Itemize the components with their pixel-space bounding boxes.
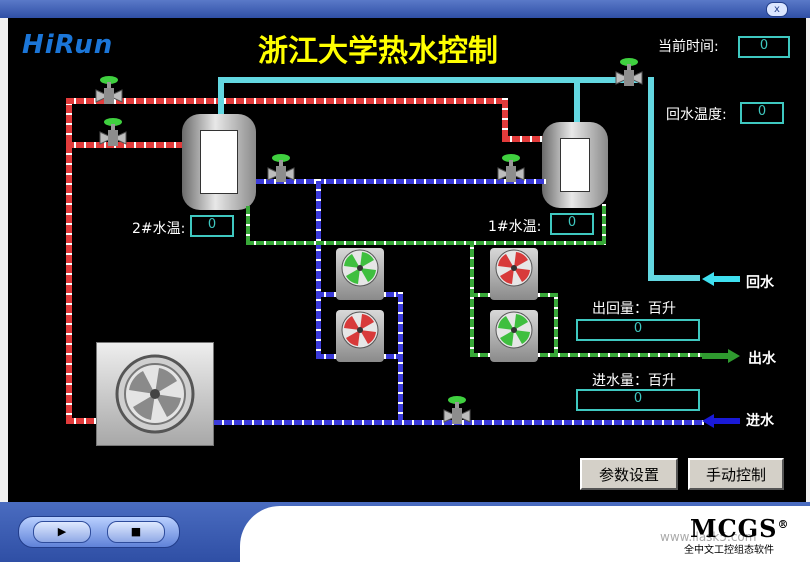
- outlet-pipe-tank2: [246, 206, 250, 244]
- manual-control-button[interactable]: 手动控制: [688, 458, 784, 490]
- tank1-temp-value: 0: [550, 213, 594, 235]
- hot-pipe-top: [66, 98, 506, 104]
- hot-pipe-tank1-inlet: [502, 136, 544, 142]
- play-button[interactable]: ▶: [33, 521, 91, 543]
- return-water-label: 回水: [746, 275, 774, 291]
- outlet-pipe-left: [470, 241, 474, 357]
- pump-bottom-right[interactable]: [490, 310, 538, 362]
- cold-pipe-tanks: [256, 179, 546, 184]
- hot-pipe-tank2-inlet: [66, 142, 184, 148]
- title-bar: x: [0, 0, 810, 18]
- stop-button[interactable]: ■: [107, 521, 165, 543]
- page-title: 浙江大学热水控制: [258, 34, 498, 69]
- outlet-arrow-icon: [702, 349, 740, 363]
- return-pipe-top: [218, 77, 638, 83]
- inlet-water-label: 进水: [746, 413, 774, 429]
- return-arrow-icon: [702, 272, 740, 286]
- outlet-water-label: 出水: [748, 351, 776, 367]
- hirun-logo: HiRun: [22, 30, 114, 60]
- return-pipe-right: [648, 77, 654, 281]
- tank-1-window: [560, 138, 590, 192]
- tank1-temp-label: 1#水温:: [488, 219, 542, 235]
- params-button[interactable]: 参数设置: [580, 458, 678, 490]
- inlet-flow-label: 进水量：百升: [592, 373, 676, 389]
- return-pipe-tank1: [574, 77, 580, 125]
- tank-1: [542, 122, 608, 208]
- fan-green-icon: [341, 249, 379, 287]
- status-bar-panel: [240, 506, 810, 562]
- mcgs-logo-text: MCGS: [690, 514, 778, 543]
- valve-tank2-outlet[interactable]: [266, 154, 296, 184]
- pump-top-right[interactable]: [490, 248, 538, 300]
- playback-controls: ▶ ■: [18, 516, 180, 548]
- outlet-pipe-out: [470, 353, 702, 357]
- mcgs-logo: MCGS®: [690, 514, 790, 543]
- current-time-label: 当前时间:: [658, 39, 719, 55]
- pump-bottom-left[interactable]: [336, 310, 384, 362]
- hot-pipe-cooler: [66, 418, 98, 424]
- cold-pipe-pump-right: [398, 292, 403, 422]
- return-temp-label: 回水温度:: [666, 107, 727, 123]
- outlet-pipe-tank1: [602, 204, 606, 244]
- valve-inlet[interactable]: [442, 396, 472, 426]
- close-button[interactable]: x: [766, 2, 788, 17]
- return-pipe-out: [648, 275, 700, 281]
- outlet-pipe-right: [554, 293, 558, 357]
- valve-hot-tank2[interactable]: [98, 118, 128, 148]
- hot-pipe-left-vertical: [66, 98, 72, 423]
- return-flow-value: 0: [576, 319, 700, 341]
- trademark-mark: ®: [777, 518, 790, 531]
- valve-return[interactable]: [614, 58, 644, 88]
- tank-2: [182, 114, 256, 210]
- fan-red-icon: [341, 311, 379, 349]
- tank2-temp-label: 2#水温:: [132, 221, 186, 237]
- cooling-tower[interactable]: [96, 342, 214, 446]
- fan-red-icon: [495, 249, 533, 287]
- hot-pipe-right-drop: [502, 98, 508, 138]
- cold-pipe-pump-left: [316, 179, 321, 359]
- mcgs-subtitle: 全中文工控组态软件: [684, 545, 774, 556]
- return-temp-value: 0: [740, 102, 784, 124]
- valve-hot-top[interactable]: [94, 76, 124, 106]
- cooling-fan-icon: [115, 354, 195, 434]
- scada-screen: HiRun 浙江大学热水控制 当前时间: 0 回水温度: 0 2#水温: 0 1…: [8, 18, 806, 502]
- return-flow-label: 出回量：百升: [592, 301, 676, 317]
- watermark: www.ilask5.com: [660, 530, 757, 544]
- current-time-value: 0: [738, 36, 790, 58]
- inlet-flow-value: 0: [576, 389, 700, 411]
- pump-top-left[interactable]: [336, 248, 384, 300]
- valve-tank1-outlet[interactable]: [496, 154, 526, 184]
- inlet-arrow-icon: [702, 414, 740, 428]
- outlet-pipe-top: [246, 241, 606, 245]
- tank2-temp-value: 0: [190, 215, 234, 237]
- fan-green-icon: [495, 311, 533, 349]
- return-pipe-tank2: [218, 77, 224, 117]
- tank-2-window: [200, 130, 238, 194]
